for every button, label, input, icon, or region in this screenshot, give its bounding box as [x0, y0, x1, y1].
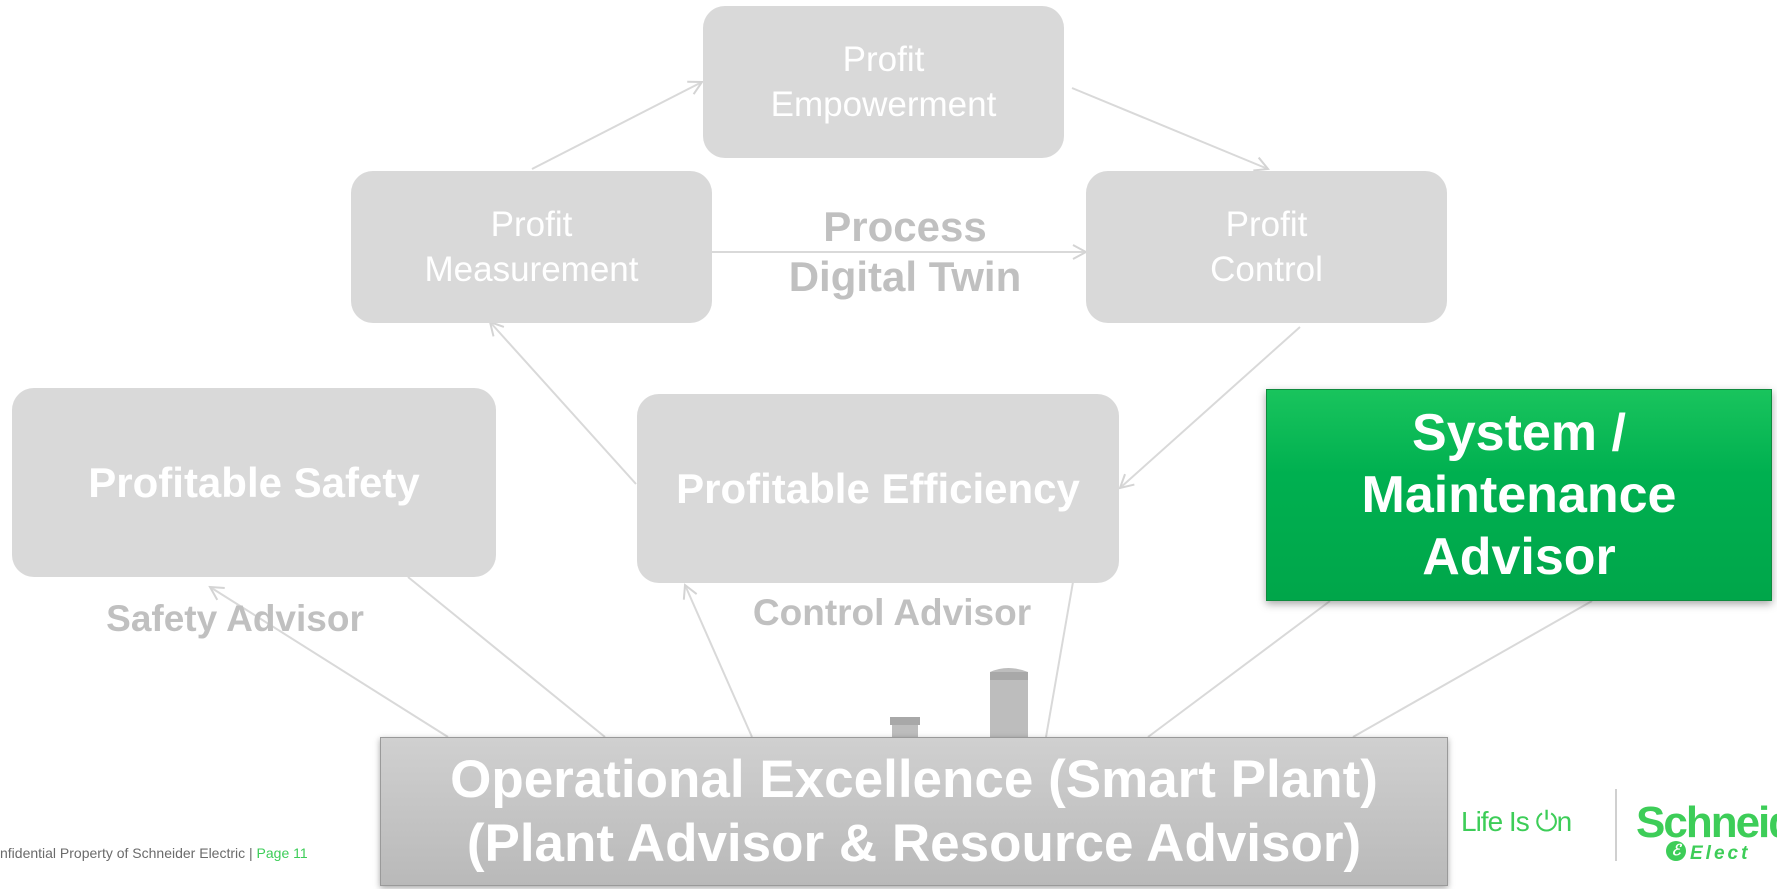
profit-control-box: Profit Control [1086, 171, 1447, 323]
arrow-empowerment-to-control [1071, 87, 1268, 169]
power-icon: ⏻ [1535, 806, 1557, 837]
arrow-base-to-efficiency [685, 585, 753, 738]
safety-advisor-label: Safety Advisor [106, 598, 364, 639]
line-base-safety-right [407, 576, 606, 738]
plant-illustration [890, 668, 1028, 737]
line-base-green-left [1147, 600, 1331, 738]
control-advisor-label: Control Advisor [752, 592, 1032, 633]
schneider-logo-text: Schneid [1636, 798, 1777, 847]
arrow-control-to-efficiency [1120, 326, 1301, 488]
arrow-efficiency-to-measurement [490, 322, 637, 485]
tagline-text: Life Is ⏻n [1461, 806, 1572, 837]
operational-excellence-box: Operational Excellence (Smart Plant) (Pl… [380, 737, 1448, 886]
profit-measurement-box: Profit Measurement [351, 171, 712, 323]
footer: nfidential Property of Schneider Electri… [0, 845, 308, 861]
line-base-green-right [1352, 600, 1593, 738]
arrow-measurement-to-empowerment [531, 82, 702, 170]
profitable-efficiency-box: Profitable Efficiency [637, 394, 1119, 583]
arrow-base-to-safety [210, 587, 449, 738]
schneider-mark-icon: ℰ [1666, 841, 1686, 861]
profit-empowerment-box: Profit Empowerment [703, 6, 1064, 158]
process-digital-twin-label: Process Digital Twin [788, 203, 1022, 300]
page-number: Page 11 [256, 845, 308, 861]
life-is-on-logo: Life Is ⏻n [1461, 806, 1572, 839]
schneider-logo-subtext: Elect [1690, 843, 1751, 864]
brand-divider [1615, 789, 1617, 861]
system-maintenance-advisor-box: System / Maintenance Advisor [1266, 389, 1772, 601]
profitable-safety-box: Profitable Safety [12, 388, 496, 577]
line-base-efficiency-right [1045, 581, 1074, 738]
footer-confidential: nfidential Property of Schneider Electri… [0, 845, 257, 861]
